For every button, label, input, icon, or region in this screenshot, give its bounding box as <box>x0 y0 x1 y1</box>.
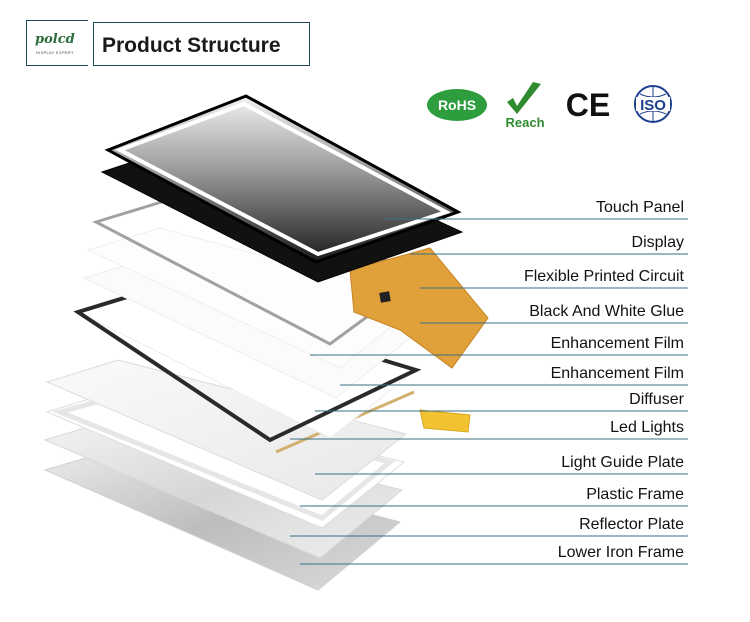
layer-label: Plastic Frame <box>586 486 684 503</box>
logo: polcd DISPLAY EXPERT <box>26 20 88 66</box>
layer-label: Enhancement Film <box>550 335 684 352</box>
layer-label: Light Guide Plate <box>561 454 684 471</box>
flexible-printed-circuit <box>349 247 489 369</box>
layer-label: Flexible Printed Circuit <box>523 268 684 285</box>
logo-text: polcd <box>35 32 75 47</box>
layer-label: Enhancement Film <box>550 365 684 382</box>
ce-mark-icon: CE <box>563 87 613 123</box>
layer-label: Black And White Glue <box>529 303 684 320</box>
light-guide-plate-layer <box>45 359 408 501</box>
layer-label: Reflector Plate <box>579 516 684 533</box>
iso-label: ISO <box>640 97 666 114</box>
reach-icon: Reach <box>503 80 549 130</box>
rohs-label: RoHS <box>438 97 476 113</box>
iso-icon: ISO <box>630 84 676 124</box>
rohs-icon: RoHS <box>426 88 488 122</box>
title-frame: Product Structure <box>93 22 310 66</box>
layer-label: Touch Panel <box>595 199 684 216</box>
layer-label: Led Lights <box>610 419 684 436</box>
ce-label: CE <box>566 88 610 120</box>
reach-label: Reach <box>505 115 544 130</box>
led-fpc-tab <box>419 409 471 433</box>
touch-panel-layer <box>104 94 462 264</box>
page-title: Product Structure <box>102 34 281 57</box>
layer-label: Lower Iron Frame <box>557 544 684 561</box>
layer-label: Display <box>631 234 684 251</box>
logo-subtext: DISPLAY EXPERT <box>36 50 74 55</box>
layer-label: Diffuser <box>629 391 684 408</box>
leader-lines <box>290 218 688 565</box>
